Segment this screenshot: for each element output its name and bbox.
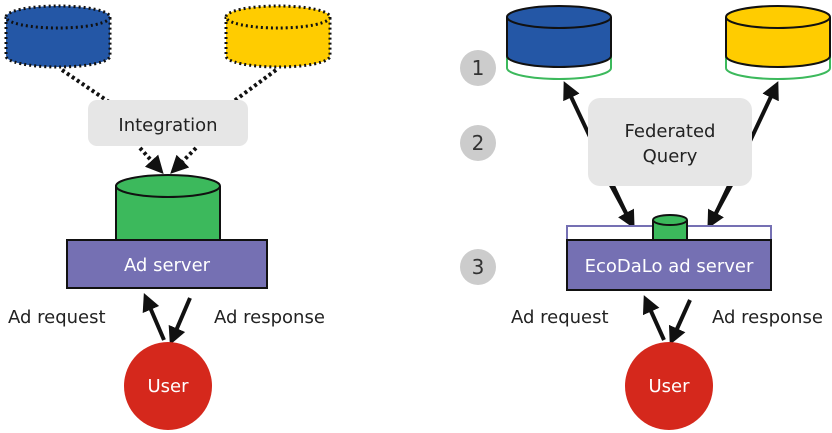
right-diagram: 1 2 3 Federated Query	[460, 5, 831, 430]
step-badge-2-label: 2	[472, 131, 485, 155]
left-ad-request-label: Ad request	[8, 307, 106, 328]
right-user-circle	[625, 342, 713, 430]
integration-label: Integration	[118, 115, 217, 136]
step-badge-3-label: 3	[472, 255, 485, 279]
right-ad-request-label: Ad request	[511, 307, 609, 328]
right-ad-response-arrow	[668, 299, 692, 345]
step-badge-2	[460, 125, 496, 161]
step-badge-1	[460, 50, 496, 86]
left-yellow-connector	[228, 68, 278, 106]
right-ad-request-arrow	[642, 295, 666, 341]
step-badge-1-label: 1	[472, 56, 485, 80]
left-ad-response-arrow	[168, 297, 192, 345]
left-user-circle	[124, 342, 212, 430]
left-green-database	[115, 174, 221, 241]
right-user-label: User	[648, 376, 690, 397]
right-blue-datasource	[506, 5, 612, 80]
right-ad-response-label: Ad response	[712, 307, 823, 328]
left-diagram: Integration Ad server Ad request Ad resp…	[4, 4, 332, 430]
right-ad-server-label: EcoDaLo ad server	[585, 256, 754, 277]
right-yellow-datasource	[725, 5, 831, 80]
left-ad-request-arrow	[142, 293, 166, 341]
integration-box	[88, 100, 248, 146]
left-integration-arrow-b	[170, 146, 198, 174]
right-ad-server-box	[566, 239, 772, 291]
left-ad-response-label: Ad response	[214, 307, 325, 328]
right-small-green-database	[652, 214, 688, 241]
left-user-label: User	[147, 376, 189, 397]
step-badge-3	[460, 249, 496, 285]
left-blue-datasource	[4, 4, 112, 69]
federated-query-line2: Query	[643, 146, 698, 167]
left-integration-arrow-a	[138, 146, 164, 174]
federated-query-line1: Federated	[625, 121, 716, 142]
left-ad-server-label: Ad server	[124, 255, 211, 276]
left-ad-server-box	[66, 239, 268, 289]
federated-query-box	[588, 98, 752, 186]
left-blue-connector	[60, 68, 114, 106]
left-yellow-datasource	[224, 4, 332, 69]
